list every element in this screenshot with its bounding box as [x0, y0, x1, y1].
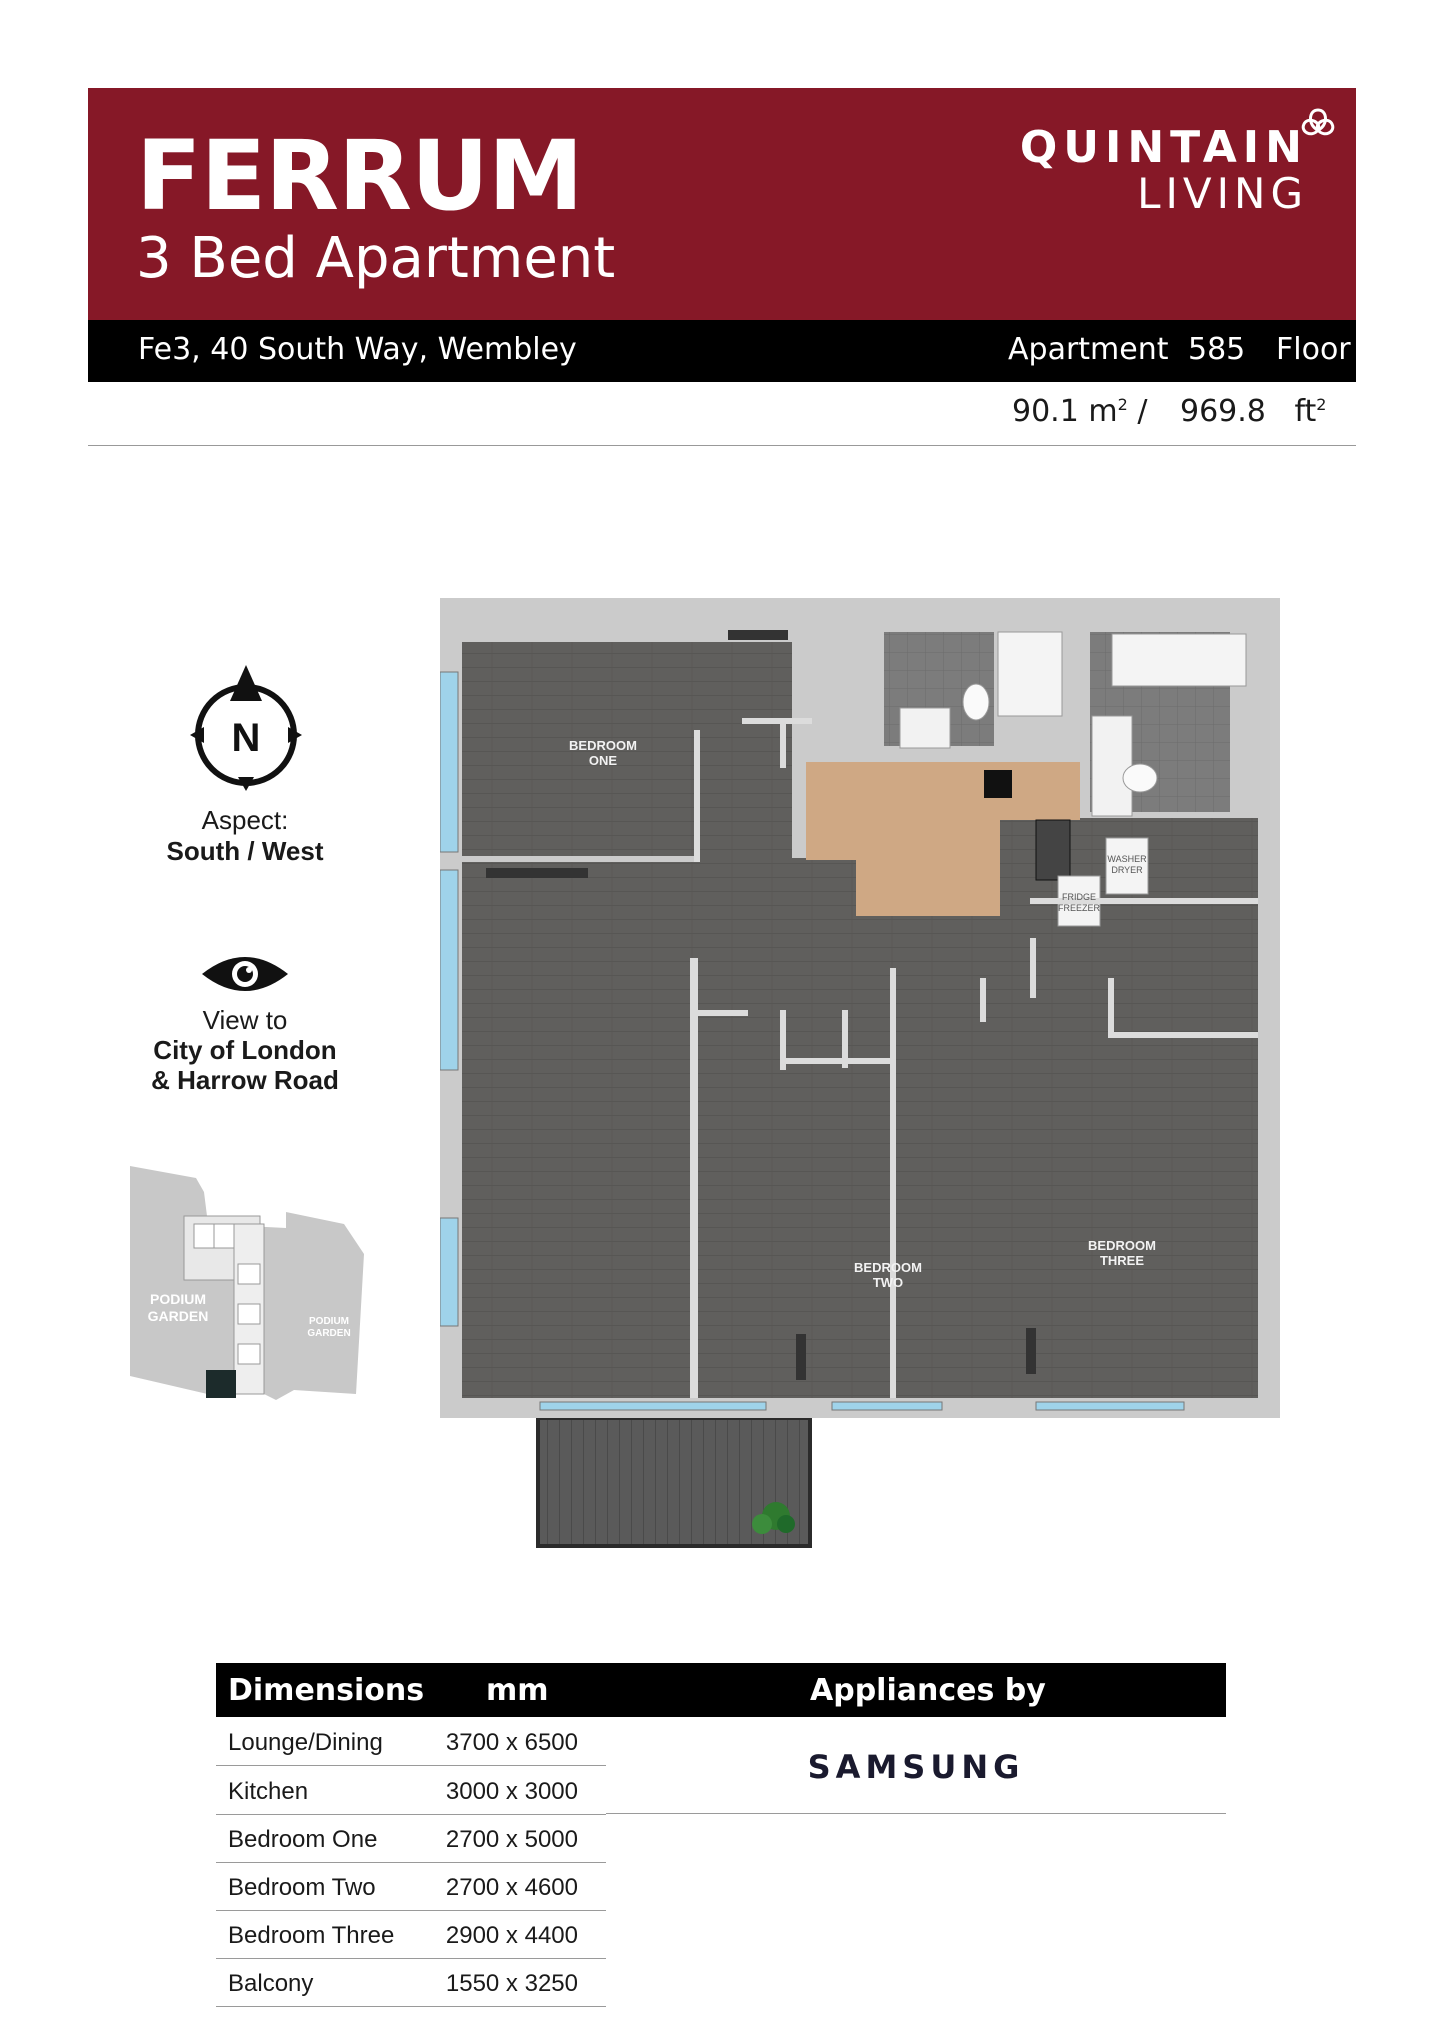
area-ft2-value: 969.8: [1180, 394, 1266, 429]
area-m2-value: 90.1: [1012, 394, 1079, 429]
table-row: Bedroom One 2700 x 5000: [216, 1814, 606, 1863]
apartment-highlight: [206, 1370, 236, 1398]
floor-label: Floor: [1276, 332, 1351, 367]
view-value-line-1: City of London: [153, 1035, 337, 1065]
dimensions-unit: mm: [486, 1673, 549, 1708]
room-size: 3700 x 6500: [445, 1729, 578, 1756]
logo-line-1: QUINTAIN: [1019, 122, 1308, 173]
room-size: 1550 x 3250: [445, 1970, 578, 1997]
development-title: FERRUM: [136, 120, 583, 232]
area-ft2: 969.8 ft2: [1180, 394, 1327, 429]
room-name: Balcony: [228, 1970, 314, 1997]
dimensions-header: Dimensions mm Appliances by: [216, 1663, 1226, 1717]
header-banner: [88, 88, 1356, 320]
room-name: Kitchen: [228, 1778, 309, 1805]
apartment-number: 585: [1188, 332, 1246, 367]
info-bar: Fe3, 40 South Way, Wembley Apartment 585…: [88, 320, 1404, 382]
area-m2: 90.1 m2 /: [1012, 394, 1148, 429]
room-size: 2700 x 5000: [445, 1826, 578, 1853]
aspect-value: South / West: [166, 836, 324, 866]
appliances-label: Appliances by: [810, 1673, 1046, 1708]
bedroom-one-line-1: BEDROOM: [569, 738, 637, 753]
dimensions-label: Dimensions: [228, 1673, 425, 1708]
table-row: Lounge/Dining 3700 x 6500: [216, 1717, 606, 1766]
floor-number: 05: [1366, 332, 1405, 367]
view-label: View to: [202, 1005, 288, 1035]
area-separator: /: [1137, 394, 1148, 429]
logo-line-2: LIVING: [1137, 169, 1308, 218]
eye-icon: [202, 957, 288, 991]
room-name: Bedroom Three: [228, 1922, 395, 1949]
apartment-label: Apartment: [1008, 332, 1169, 367]
table-row: Balcony 1550 x 3250: [216, 1958, 606, 2007]
area-m2-unit: m: [1088, 394, 1118, 429]
room-size: 2900 x 4400: [445, 1922, 578, 1949]
trefoil-logo-icon: [1301, 108, 1335, 136]
aspect-label: Aspect:: [201, 805, 289, 835]
area-ft2-unit: ft: [1294, 394, 1317, 429]
room-size: 2700 x 4600: [445, 1874, 578, 1901]
compass-letter: N: [232, 716, 261, 760]
room-name: Lounge/Dining: [228, 1729, 383, 1756]
room-name: Bedroom One: [228, 1826, 378, 1853]
room-name: Bedroom Two: [228, 1874, 376, 1901]
north-compass-icon: N: [190, 665, 302, 791]
apartment-type: 3 Bed Apartment: [136, 226, 616, 291]
table-row: Bedroom Three 2900 x 4400: [216, 1910, 606, 1959]
quintain-living-logo: QUINTAIN LIVING: [1020, 124, 1308, 216]
view-value-line-2: & Harrow Road: [151, 1065, 339, 1095]
room-size: 3000 x 3000: [445, 1778, 578, 1805]
samsung-logo: SAMSUNG: [807, 1748, 1025, 1786]
table-row: Bedroom Two 2700 x 4600: [216, 1862, 606, 1911]
table-row: Kitchen 3000 x 3000: [216, 1766, 606, 1815]
address: Fe3, 40 South Way, Wembley: [138, 332, 577, 367]
header-divider: [88, 445, 1356, 446]
appliances-divider: [606, 1813, 1226, 1814]
plant-icon: [752, 1502, 795, 1534]
